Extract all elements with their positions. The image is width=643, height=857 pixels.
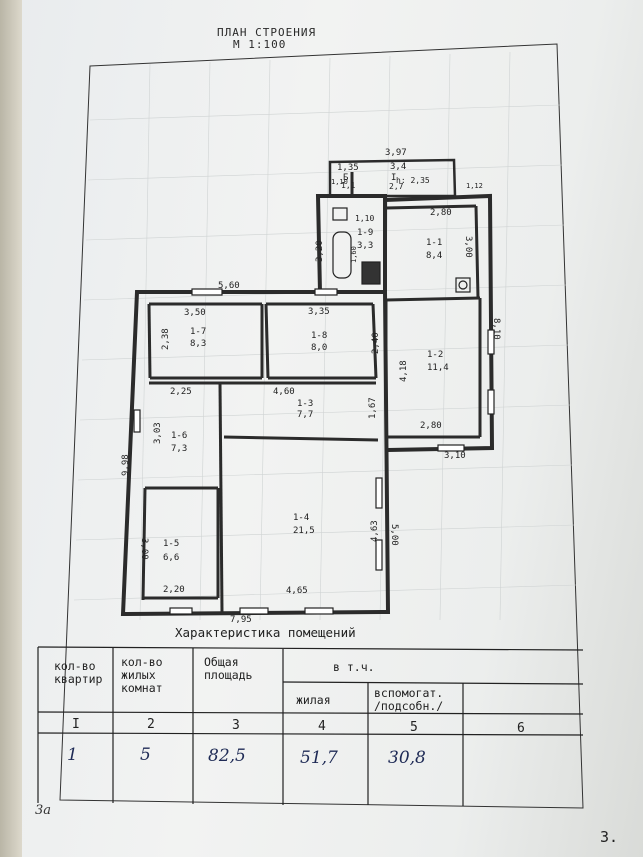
- characteristics-title: Характеристика помещений: [175, 625, 356, 640]
- value-apartments: 1: [67, 745, 78, 765]
- index-6: 6: [517, 721, 525, 736]
- dim-16-top: 2,25: [170, 387, 192, 397]
- dim-560: 5,60: [218, 281, 240, 291]
- room-12-area: 11,4: [427, 363, 449, 373]
- characteristics-table: [37, 646, 584, 806]
- room-17-area: 8,3: [190, 339, 206, 349]
- dim-13-v: 1,67: [368, 397, 378, 419]
- room-11-area: 8,4: [426, 251, 442, 261]
- value-rooms: 5: [140, 745, 151, 765]
- dim-12-mid: 4,18: [399, 360, 409, 382]
- room-14-id: 1-4: [293, 513, 309, 523]
- index-4: 4: [318, 719, 326, 734]
- header-total-area: Общая площадь: [204, 655, 253, 682]
- index-1: I: [72, 717, 80, 732]
- dim-14-v: 4,63: [370, 520, 380, 542]
- dim-bottom-total: 7,95: [230, 615, 252, 625]
- room-18-area: 8,0: [311, 343, 327, 353]
- dim-bath-top: 1,10: [355, 214, 374, 223]
- dim-porch-left: 1,35: [337, 163, 359, 173]
- binder-edge: [0, 0, 22, 857]
- dim-left-total: 9,98: [121, 454, 131, 476]
- index-2: 2: [147, 717, 155, 732]
- corner-mark: 3а: [35, 803, 52, 818]
- dim-kitchen-top: 2,80: [430, 208, 452, 218]
- dim-13-top: 4,60: [273, 387, 295, 397]
- dim-15-v: 3,00: [139, 538, 149, 560]
- dim-17-v: 2,38: [161, 328, 171, 350]
- dim-porch-right-v: 1,12: [466, 182, 483, 190]
- dim-18-v: 2,40: [371, 332, 381, 354]
- room-12-id: 1-2: [427, 350, 443, 360]
- index-5: 5: [410, 720, 418, 735]
- page-number: 3.: [600, 828, 619, 846]
- value-living: 51,7: [300, 748, 338, 768]
- inner-walls: [141, 172, 482, 613]
- room-15-id: 1-5: [163, 539, 179, 549]
- header-incl: в т.ч.: [333, 660, 375, 674]
- room-i-id: I: [391, 173, 396, 183]
- room-19-area: 3,3: [357, 241, 373, 251]
- room-13-area: 7,7: [297, 410, 313, 420]
- room-13-id: 1-3: [297, 399, 313, 409]
- dim-12-bottom: 2,80: [420, 421, 442, 431]
- header-aux: вспомогат. /подсобн./: [374, 686, 444, 713]
- dim-bath-w: 1,60: [350, 246, 358, 263]
- plan-scale: М 1:100: [233, 38, 287, 51]
- room-16-area: 7,3: [171, 444, 187, 454]
- room-16-id: 1-6: [171, 431, 187, 441]
- room-19-id: 1-9: [357, 228, 373, 238]
- value-total: 82,5: [208, 746, 246, 766]
- plan-title: ПЛАН СТРОЕНИЯ: [217, 26, 317, 39]
- room-i-area: 2,7: [389, 182, 404, 191]
- dim-14-bottom: 4,65: [286, 586, 308, 596]
- header-apartments: кол-во квартир: [54, 659, 103, 686]
- room-14-area: 21,5: [293, 526, 315, 536]
- windows: [133, 288, 495, 615]
- header-rooms: кол-во жилых комнат: [121, 655, 163, 695]
- dim-top-porch: 3,97: [385, 148, 407, 158]
- dim-12-bottom-out: 3,10: [444, 451, 466, 461]
- dim-porch-mid: 3,4: [390, 162, 406, 172]
- room-18-id: 1-8: [311, 331, 327, 341]
- room-17-id: 1-7: [190, 327, 206, 337]
- value-aux: 30,8: [388, 748, 426, 768]
- dim-12-right: 8,10: [491, 318, 501, 340]
- dim-kitchen-v: 3,00: [463, 236, 473, 258]
- dim-18-top: 3,35: [308, 307, 330, 317]
- dim-16-v: 3,03: [153, 422, 163, 444]
- room-b-area: 1,1: [341, 181, 356, 190]
- index-3: 3: [232, 718, 240, 733]
- header-living: жилая: [296, 693, 331, 707]
- plan-frame: [59, 43, 584, 809]
- dim-porch-left-v: 1,10: [331, 178, 348, 186]
- room-labels: Б 1,1 I 2,7 1-9 3,3 1-1 8,4 1-7 8,3 1-8 …: [163, 173, 449, 563]
- dim-bath-v: 3,20: [315, 240, 325, 262]
- room-15-area: 6,6: [163, 553, 179, 563]
- dim-14-out: 5,00: [389, 524, 399, 546]
- dim-17-top: 3,50: [184, 308, 206, 318]
- room-b-id: Б: [343, 173, 348, 183]
- dim-height: h: 2,35: [396, 176, 430, 185]
- room-11-id: 1-1: [426, 238, 442, 248]
- dim-15-bottom: 2,20: [163, 585, 185, 595]
- fixtures: [332, 207, 471, 293]
